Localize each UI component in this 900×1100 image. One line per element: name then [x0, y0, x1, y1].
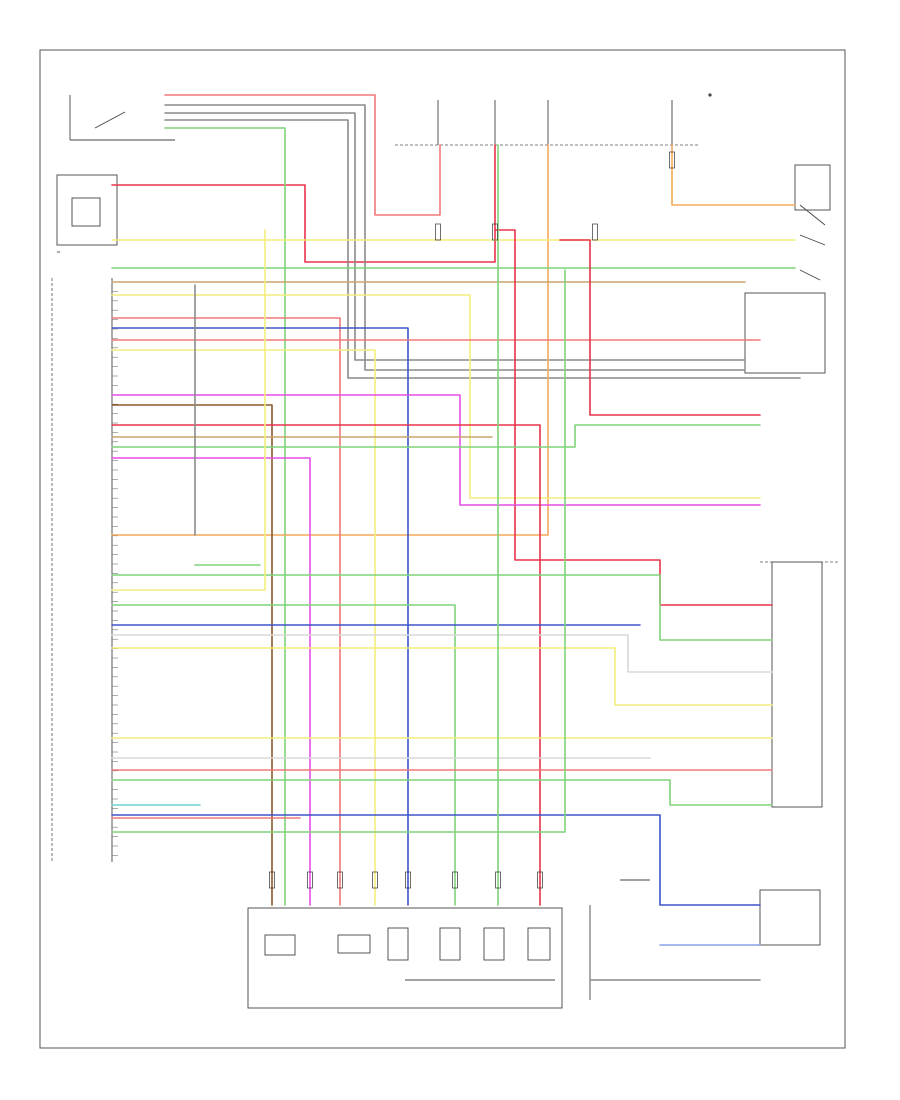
wire-brown-19 [111, 404, 273, 906]
range-switch [760, 561, 840, 808]
data-link-connector [759, 889, 821, 946]
wire-red-16 [494, 229, 773, 606]
wire-gray-2 [164, 104, 746, 371]
wire-blue-13 [111, 327, 409, 906]
wire-blue-35 [111, 814, 761, 906]
wire-green-5 [164, 127, 286, 906]
pcm-connector [51, 278, 113, 862]
connector-tap-6 [495, 871, 501, 889]
wire-red-1 [111, 144, 496, 263]
connector-tap-9 [492, 223, 498, 241]
instrument-cluster [56, 174, 118, 253]
rear-junction [589, 879, 650, 1000]
wire-gray-4 [164, 119, 801, 379]
connector-tap-3 [372, 871, 378, 889]
park-neutral-switch [744, 269, 826, 374]
wire-red-17 [559, 239, 761, 416]
connector-tap-4 [405, 871, 411, 889]
wire-layer [111, 94, 801, 981]
connector-tap-1 [307, 871, 313, 889]
wire-yellow-11 [111, 294, 761, 499]
connector-tap-0 [269, 871, 275, 889]
wire-yellow-15 [111, 349, 376, 906]
wire-orange-7 [671, 144, 796, 206]
wire-yellow-25 [111, 229, 266, 591]
wire-green-22 [111, 424, 761, 448]
wire-gray-3 [164, 112, 746, 361]
wire-magenta-18 [111, 394, 761, 506]
connector-tap-11 [669, 151, 675, 169]
wire-orange-6 [111, 144, 549, 536]
wire-green-33 [111, 779, 773, 806]
connector-tap-8 [435, 223, 441, 241]
connector-tap-5 [452, 871, 458, 889]
wire-green-36 [111, 269, 566, 833]
wire-green-24 [111, 574, 773, 641]
diagram-frame [39, 49, 846, 1049]
connector-tap-7 [537, 871, 543, 889]
connector-tap-10 [592, 223, 598, 241]
wire-pink-12 [111, 317, 341, 906]
automatic-transmission [247, 907, 563, 1009]
brake-switch [794, 164, 831, 246]
connector-tap-2 [337, 871, 343, 889]
wire-yellow-29 [111, 647, 773, 706]
wire-magenta-23 [111, 457, 311, 906]
wire-pink-0 [164, 94, 441, 216]
wire-green-26 [111, 604, 456, 906]
fuse-blocks [395, 93, 712, 146]
ignition-switch [69, 95, 175, 141]
wire-white-28 [111, 634, 773, 673]
wire-red-20 [111, 424, 541, 906]
